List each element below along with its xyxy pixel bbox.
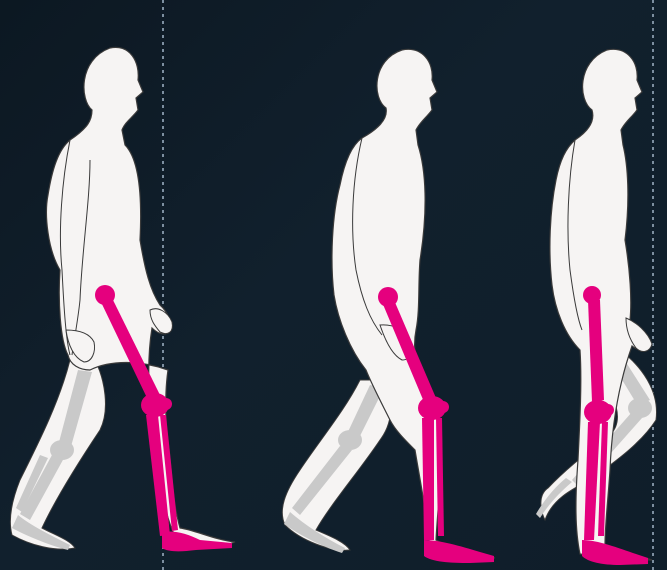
- walking-figure-1: [10, 47, 235, 551]
- walking-figure-3: [536, 49, 657, 565]
- walking-figure-2: [282, 49, 495, 563]
